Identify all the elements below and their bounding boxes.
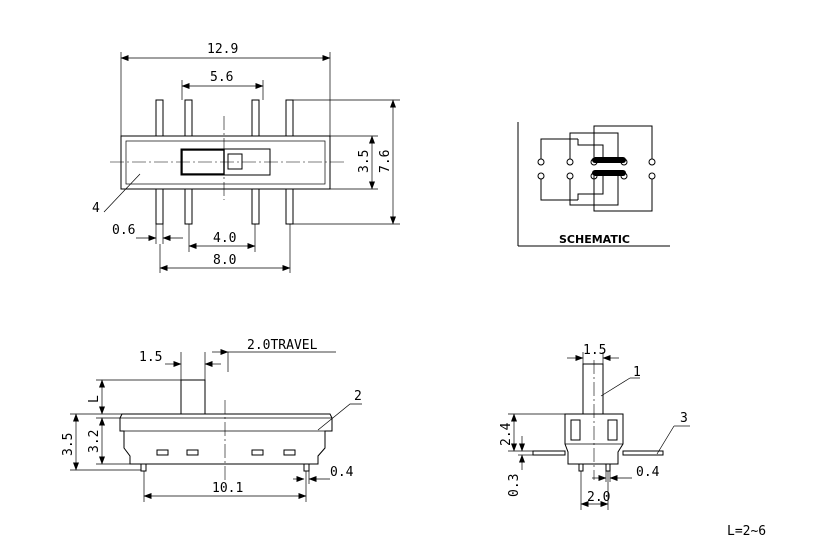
dim-12-9: 12.9	[207, 42, 238, 57]
dim-3-5-front: 3.5	[61, 433, 76, 456]
dim-0-3: 0.3	[507, 474, 522, 497]
slider-knob	[180, 379, 206, 415]
pin	[251, 99, 260, 137]
pin	[251, 187, 260, 225]
pin	[155, 187, 164, 225]
callout-4: 4	[92, 201, 100, 216]
pin	[605, 463, 611, 472]
shorting-bar	[592, 157, 626, 163]
pin	[155, 99, 164, 137]
dim-2-0: 2.0	[587, 490, 610, 505]
dim-2-4: 2.4	[499, 422, 514, 446]
schematic-label: SCHEMATIC	[559, 233, 630, 246]
contact	[566, 158, 574, 166]
terminal	[532, 450, 566, 456]
schematic: SCHEMATIC	[517, 122, 670, 247]
note-l-range: L=2~6	[727, 524, 766, 539]
dim-0-4-side: 0.4	[636, 465, 660, 480]
dim-10-1: 10.1	[212, 481, 243, 496]
dim-4-0: 4.0	[213, 231, 236, 246]
dim-3-5: 3.5	[357, 150, 372, 173]
dim-knob-1-5: 1.5	[139, 350, 162, 365]
dim-8-0: 8.0	[213, 253, 236, 268]
callout-1: 1	[633, 365, 641, 380]
shorting-bar	[592, 170, 626, 176]
slider-knob	[582, 363, 604, 415]
pin	[184, 187, 193, 225]
dim-travel: 2.0TRAVEL	[247, 338, 318, 353]
pin	[578, 463, 584, 472]
dim-5-6: 5.6	[210, 70, 233, 85]
dim-0-6: 0.6	[112, 223, 135, 238]
contact	[566, 172, 574, 180]
pin	[140, 463, 147, 472]
contact	[537, 158, 545, 166]
switch-body	[120, 135, 331, 190]
dim-7-6: 7.6	[378, 150, 393, 173]
switch-body	[119, 413, 333, 465]
pin	[285, 187, 294, 225]
pin	[303, 463, 310, 472]
dim-0-4-front: 0.4	[330, 465, 354, 480]
contact	[537, 172, 545, 180]
contact	[648, 172, 656, 180]
front-view: 1.5 2.0TRAVEL L 3.5 3.2 10.1 0.4 2	[61, 338, 362, 502]
side-view: 1.5 1 3 2.4 0.3 2.0 0.4	[499, 343, 690, 510]
terminal	[622, 450, 664, 456]
pin	[184, 99, 193, 137]
callout-2: 2	[354, 389, 362, 404]
pin	[285, 99, 294, 137]
dim-knob-1-5-side: 1.5	[583, 343, 606, 358]
contact	[648, 158, 656, 166]
callout-3: 3	[680, 411, 688, 426]
top-view: 12.9 5.6 3.5 7.6 0.6 4.0 8.0 4	[92, 42, 400, 273]
dim-l: L	[87, 395, 102, 403]
dim-3-2: 3.2	[87, 430, 102, 453]
